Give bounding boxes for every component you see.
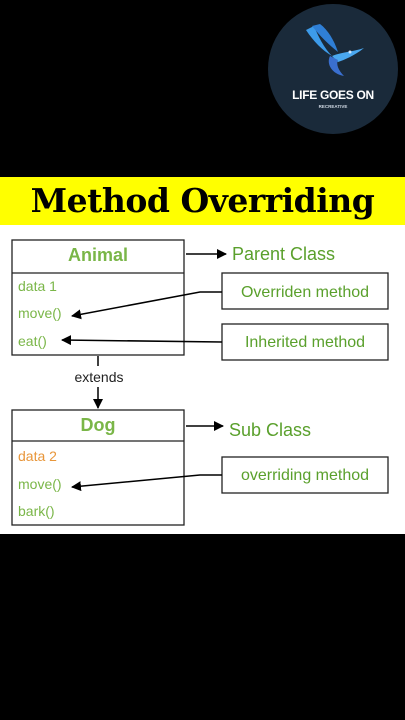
- overriding-callout-box: [221, 456, 389, 494]
- dog-member-move: move(): [18, 476, 62, 492]
- inherited-callout-label: Inherited method: [245, 334, 365, 351]
- logo-badge: LIFE GOES ON RECREATIVE: [268, 4, 398, 134]
- animal-member-eat: eat(): [18, 333, 47, 349]
- page-title: Method Overriding: [30, 181, 375, 220]
- diagram-panel: Animal data 1 move() eat() Parent Class …: [0, 225, 405, 534]
- sub-class-label: Sub Class: [229, 420, 311, 440]
- animal-class-name: Animal: [68, 245, 128, 265]
- overriden-callout-label: Overriden method: [241, 284, 369, 301]
- logo-subtitle: RECREATIVE: [318, 104, 348, 109]
- overriding-arrow: [71, 474, 222, 492]
- animal-member-move: move(): [18, 305, 62, 321]
- inherited-arrow: [61, 335, 223, 346]
- dog-member-data2: data 2: [18, 448, 57, 464]
- dog-class-box: [11, 409, 185, 526]
- dog-member-bark: bark(): [18, 503, 55, 519]
- dog-class-name: Dog: [81, 415, 116, 435]
- extends-label: extends: [74, 369, 123, 385]
- title-banner: Method Overriding: [0, 177, 405, 225]
- overriden-callout-box: [221, 272, 389, 310]
- parent-class-label: Parent Class: [232, 244, 335, 264]
- overriden-arrow: [71, 291, 222, 320]
- hummingbird-icon: [306, 24, 364, 76]
- logo-title: LIFE GOES ON: [292, 88, 374, 102]
- class-diagram: Animal data 1 move() eat() Parent Class …: [11, 239, 389, 526]
- animal-class-box: [11, 239, 185, 356]
- overriding-callout-label: overriding method: [241, 467, 369, 484]
- animal-member-data1: data 1: [18, 278, 57, 294]
- inherited-callout-box: [221, 323, 389, 361]
